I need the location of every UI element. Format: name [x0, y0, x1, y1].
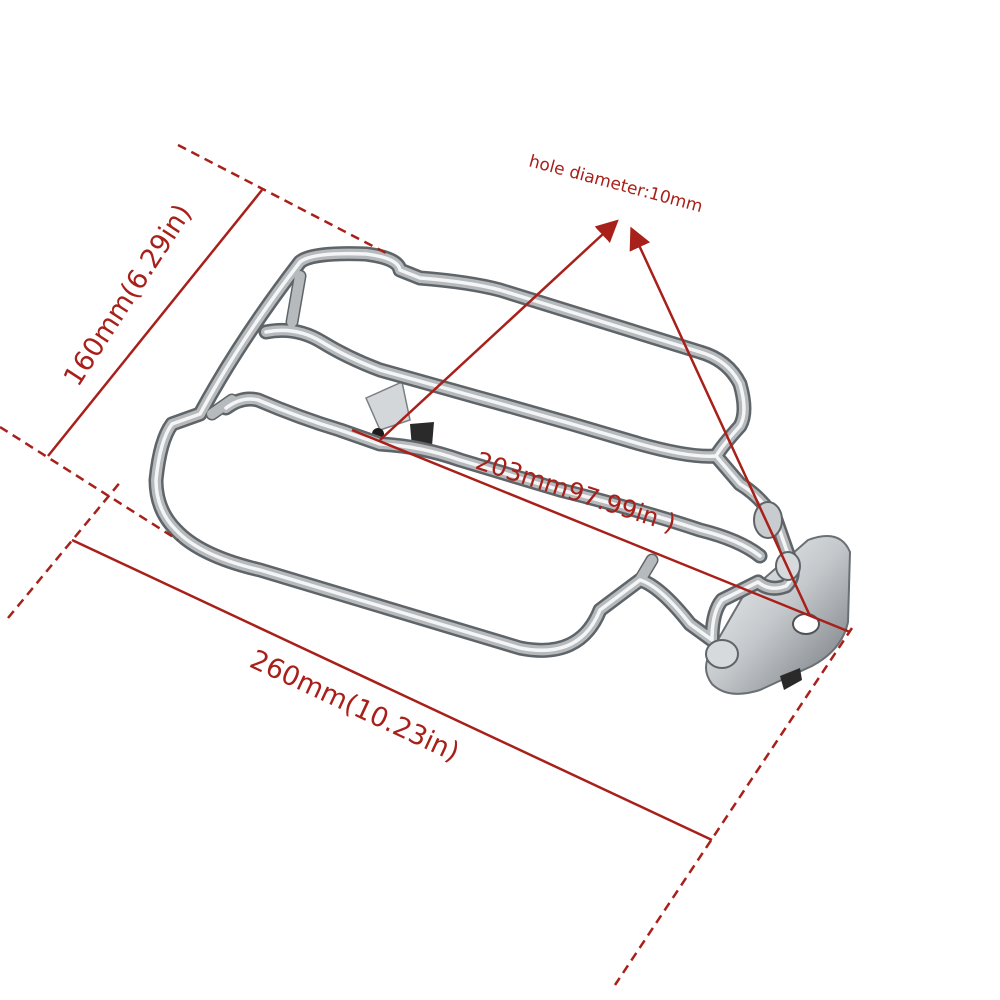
- extension-line-lower-left: [7, 479, 123, 619]
- extension-line-left: [0, 425, 179, 542]
- dimension-annotations: [0, 143, 854, 986]
- width-dimension-line: [47, 189, 263, 457]
- rack-tube-frame: [148, 246, 800, 658]
- hole-arrow-left: [379, 219, 619, 441]
- hole-diameter-label: hole diameter:10mm: [527, 152, 705, 218]
- length-dimension-line: [71, 538, 713, 842]
- mounting-plate: [705, 535, 852, 695]
- hole-arrow-right: [629, 226, 812, 617]
- length-label: 260mm(10.23in): [245, 644, 464, 768]
- luggage-rack-product: [148, 246, 852, 695]
- span-dimension-line: [351, 428, 851, 634]
- extension-line-top: [177, 143, 389, 256]
- extension-line-right: [613, 627, 854, 986]
